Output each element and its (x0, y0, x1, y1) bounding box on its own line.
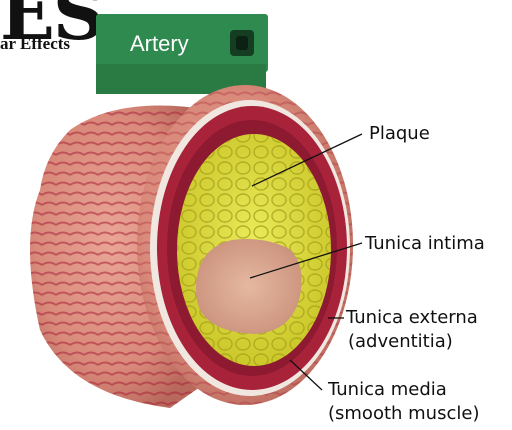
label-plaque: Plaque (369, 124, 430, 144)
label-tunica-media: Tunica media (328, 380, 447, 400)
model-tag-label: Artery (130, 31, 189, 57)
label-tunica-externa: Tunica externa (346, 308, 478, 328)
label-tunica-externa-sub: (adventitia) (348, 332, 453, 352)
lumen (196, 239, 302, 334)
label-tunica-intima: Tunica intima (365, 234, 485, 254)
label-tunica-media-sub: (smooth muscle) (328, 404, 479, 424)
